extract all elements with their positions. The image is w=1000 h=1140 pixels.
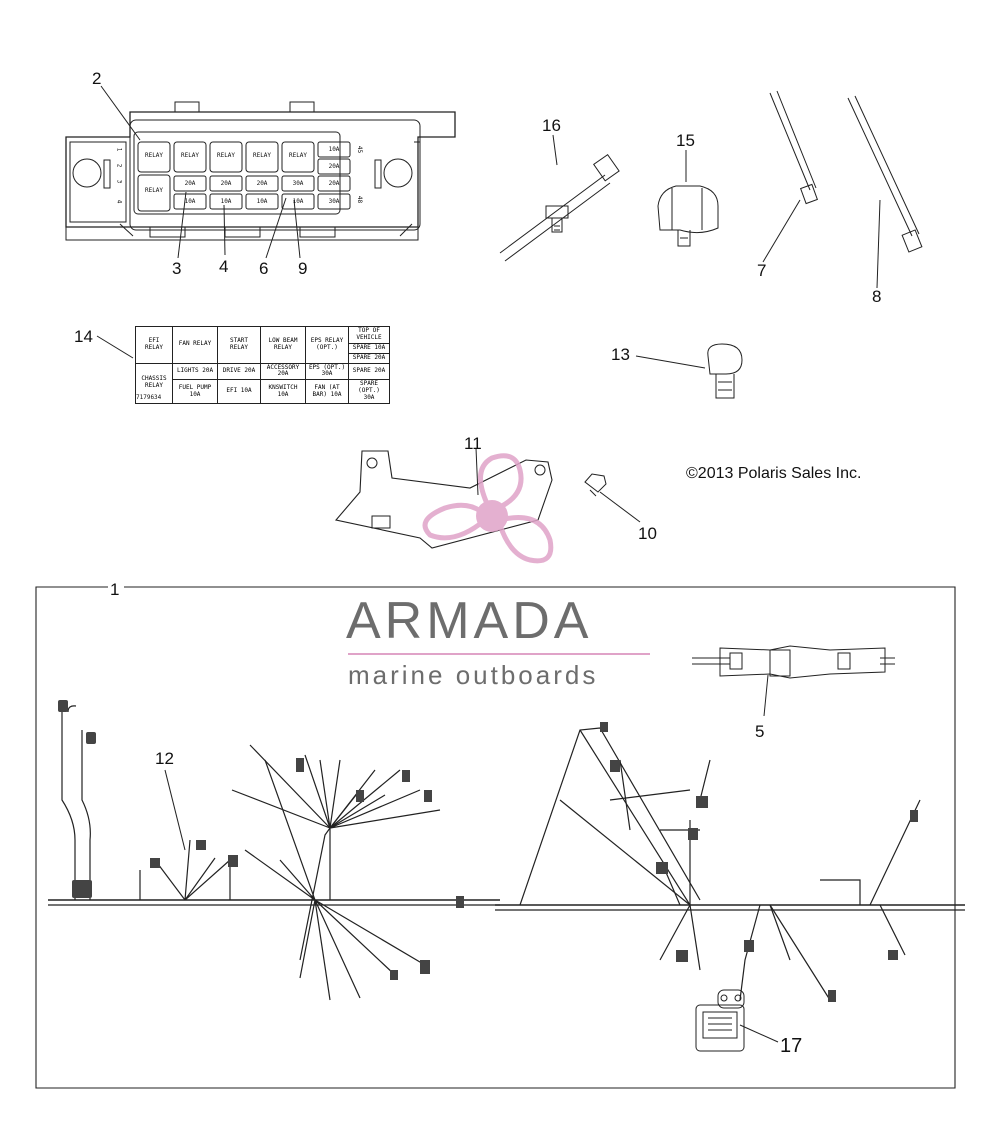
callout-12: 12 bbox=[155, 749, 174, 768]
relay-label: RELAY bbox=[144, 152, 164, 159]
fuse-rating: 30A bbox=[292, 180, 304, 187]
relay-label: RELAY bbox=[144, 187, 164, 194]
pin-number: 2 bbox=[115, 163, 123, 168]
copyright-notice: ©2013 Polaris Sales Inc. bbox=[686, 465, 862, 482]
fuse-label-cell: KNSWITCH 10A bbox=[260, 379, 306, 405]
fuse-label-cell: LOW BEAM RELAY bbox=[260, 326, 306, 364]
fuse-box-drawing bbox=[65, 101, 456, 241]
fuse-label-cell: EFI 10A bbox=[217, 379, 261, 405]
fuse-label-cell: TOP OF VEHICLE bbox=[349, 327, 389, 344]
fuse-label-cell: ACCESSORY 20A bbox=[260, 362, 306, 381]
fuse-label-cell: START RELAY bbox=[217, 326, 261, 364]
callout-16: 16 bbox=[542, 116, 561, 135]
fuse-rating: 10A bbox=[328, 146, 340, 153]
fuse-rating: 20A bbox=[328, 163, 340, 170]
fuse-label-cell: DRIVE 20A bbox=[217, 362, 261, 381]
callout-9: 9 bbox=[298, 259, 308, 278]
callout-10: 10 bbox=[638, 524, 657, 543]
fuse-rating: 10A bbox=[256, 198, 268, 205]
pin-number: 3 bbox=[115, 179, 123, 184]
relay-label: RELAY bbox=[216, 152, 236, 159]
fuse-label-cell: SPARE 20A bbox=[352, 353, 386, 361]
fuse-rating: 20A bbox=[256, 180, 268, 187]
fuse-label-cell: SPARE 20A bbox=[348, 362, 390, 381]
fuse-rating: 30A bbox=[328, 198, 340, 205]
callout-8: 8 bbox=[872, 287, 882, 306]
pin-number: 45 bbox=[356, 145, 364, 154]
fuse-rating: 10A bbox=[184, 198, 196, 205]
fuse-label-cell: EPS RELAY (OPT.) bbox=[305, 326, 349, 364]
fuse-rating: 20A bbox=[328, 180, 340, 187]
pin-number: 4 bbox=[115, 199, 123, 204]
callout-14: 14 bbox=[74, 327, 93, 346]
fuse-label-cell: SPARE 10A bbox=[349, 344, 389, 354]
callout-15: 15 bbox=[676, 131, 695, 150]
pin-number: 48 bbox=[356, 195, 364, 204]
watermark-propeller bbox=[422, 453, 554, 564]
relay-label: RELAY bbox=[288, 152, 308, 159]
fuse-label-cell: FAN (AT BAR) 10A bbox=[305, 379, 349, 405]
fuse-rating: 20A bbox=[184, 180, 196, 187]
fuse-label-cell: EFI RELAY bbox=[135, 326, 173, 364]
callout-5: 5 bbox=[755, 722, 765, 741]
relay-label: RELAY bbox=[252, 152, 272, 159]
watermark-brand: ARMADA bbox=[346, 592, 593, 650]
relay-label: RELAY bbox=[180, 152, 200, 159]
fuse-rating: 10A bbox=[292, 198, 304, 205]
fuse-label-part-number: 7179634 bbox=[136, 394, 162, 401]
callout-4: 4 bbox=[219, 257, 229, 276]
fuse-rating: 20A bbox=[220, 180, 232, 187]
callout-1: 1 bbox=[110, 580, 120, 599]
callout-6: 6 bbox=[259, 259, 269, 278]
callout-17: 17 bbox=[780, 1035, 803, 1057]
watermark-tagline: marine outboards bbox=[348, 660, 599, 690]
pin-number: 1 bbox=[115, 147, 123, 152]
callout-3: 3 bbox=[172, 259, 182, 278]
callout-11: 11 bbox=[464, 434, 482, 453]
fuse-label-cell: FUEL PUMP 10A bbox=[172, 379, 218, 405]
fuse-label-cell: EPS (OPT.) 30A bbox=[305, 362, 349, 381]
fuse-label-cell: FAN RELAY bbox=[172, 326, 218, 364]
fuse-rating: 10A bbox=[220, 198, 232, 205]
callout-7: 7 bbox=[757, 261, 767, 280]
callout-13: 13 bbox=[611, 345, 630, 364]
fuse-label-cell: SPARE (OPT.) 30A bbox=[348, 379, 390, 405]
callout-2: 2 bbox=[92, 69, 102, 88]
fuse-label-table: EFI RELAY FAN RELAY START RELAY LOW BEAM… bbox=[135, 326, 390, 405]
fuse-label-cell: LIGHTS 20A bbox=[172, 362, 218, 381]
